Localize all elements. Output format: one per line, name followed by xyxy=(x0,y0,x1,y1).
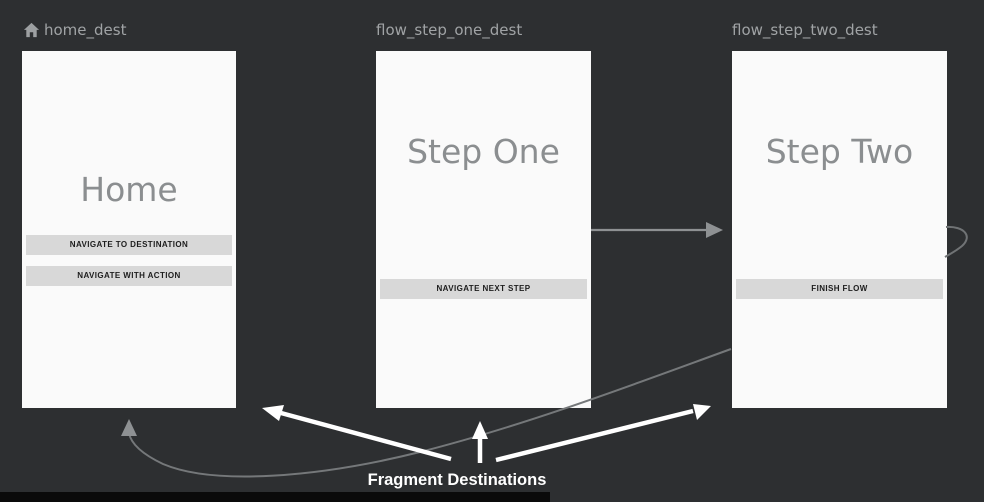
action-arrow-step-one-to-step-two[interactable] xyxy=(591,222,723,238)
action-loop-step-two[interactable] xyxy=(944,225,968,258)
bottom-bar xyxy=(0,492,550,502)
destination-flow-step-one[interactable]: Step One NAVIGATE NEXT STEP xyxy=(376,51,591,408)
annotation-arrow-to-step-one xyxy=(472,421,488,463)
fragment-title: Home xyxy=(80,170,178,209)
annotation-arrow-to-step-two xyxy=(495,404,711,463)
annotation-label: Fragment Destinations xyxy=(367,471,547,489)
destination-label-home[interactable]: home_dest xyxy=(44,21,127,39)
navigate-next-step-button: NAVIGATE NEXT STEP xyxy=(380,279,587,299)
home-icon xyxy=(23,22,40,38)
destination-label-step-one[interactable]: flow_step_one_dest xyxy=(376,21,523,39)
fragment-title: Step One xyxy=(407,132,560,171)
destination-home[interactable]: Home NAVIGATE TO DESTINATION NAVIGATE WI… xyxy=(22,51,236,408)
fragment-title: Step Two xyxy=(765,132,914,171)
navigate-to-destination-button: NAVIGATE TO DESTINATION xyxy=(26,235,232,255)
finish-flow-button: FINISH FLOW xyxy=(736,279,943,299)
annotation-arrow-to-home xyxy=(262,405,452,462)
navigate-with-action-button: NAVIGATE WITH ACTION xyxy=(26,266,232,286)
destination-flow-step-two[interactable]: Step Two FINISH FLOW xyxy=(732,51,947,408)
destination-label-step-two[interactable]: flow_step_two_dest xyxy=(732,21,878,39)
